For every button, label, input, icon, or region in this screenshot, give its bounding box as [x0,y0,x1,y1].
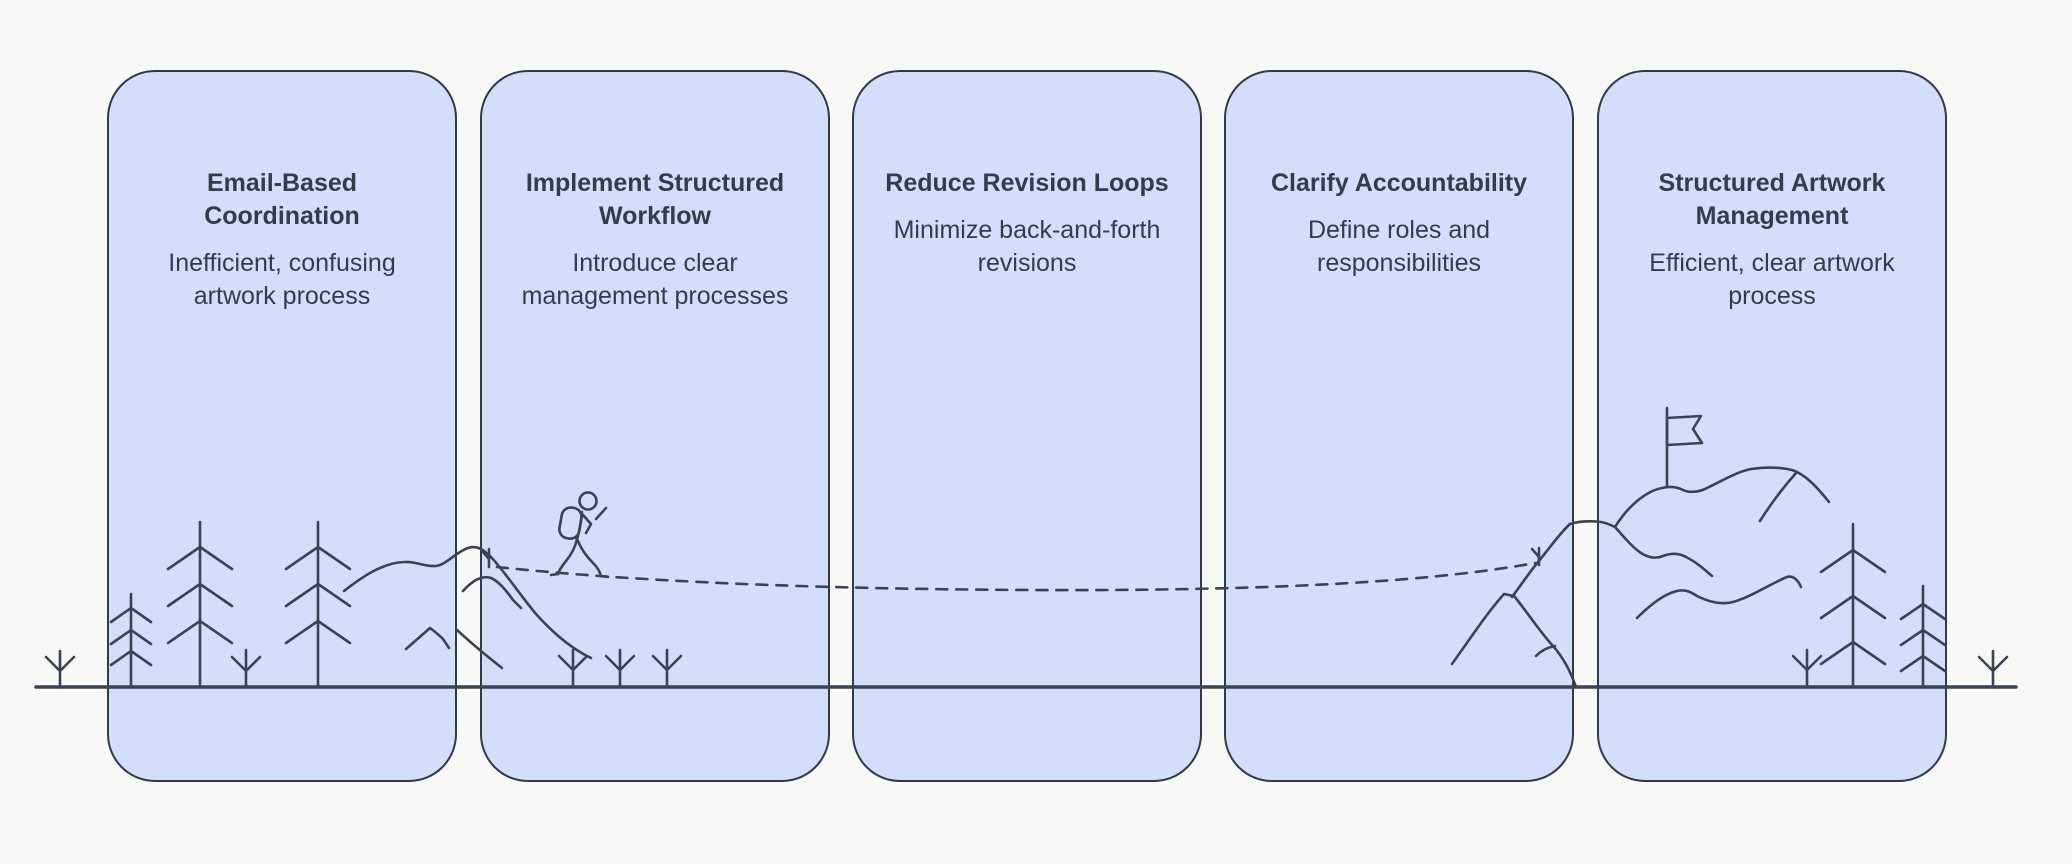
stage-description: Define roles and responsibilities [1307,216,1491,277]
stage-description: Introduce clear management processes [521,249,789,310]
stage-description: Minimize back-and-forth revisions [893,216,1161,277]
stage-title: Email-Based Coordination [204,169,360,230]
stage-card-3: Reduce Revision Loops Minimize back-and-… [852,70,1202,782]
stage-card-4: Clarify Accountability Define roles and … [1224,70,1574,782]
stage-title: Structured Artwork Management [1658,169,1886,230]
stage-card-5: Structured Artwork Management Efficient,… [1597,70,1947,782]
stage-description: Efficient, clear artwork process [1649,249,1895,310]
stage-title: Reduce Revision Loops [885,169,1169,197]
stage-card-2: Implement Structured Workflow Introduce … [480,70,830,782]
stage-title: Clarify Accountability [1270,169,1528,197]
stage-card-1: Email-Based Coordination Inefficient, co… [107,70,457,782]
stage-description: Inefficient, confusing artwork process [168,249,396,310]
stage-title: Implement Structured Workflow [525,169,785,230]
